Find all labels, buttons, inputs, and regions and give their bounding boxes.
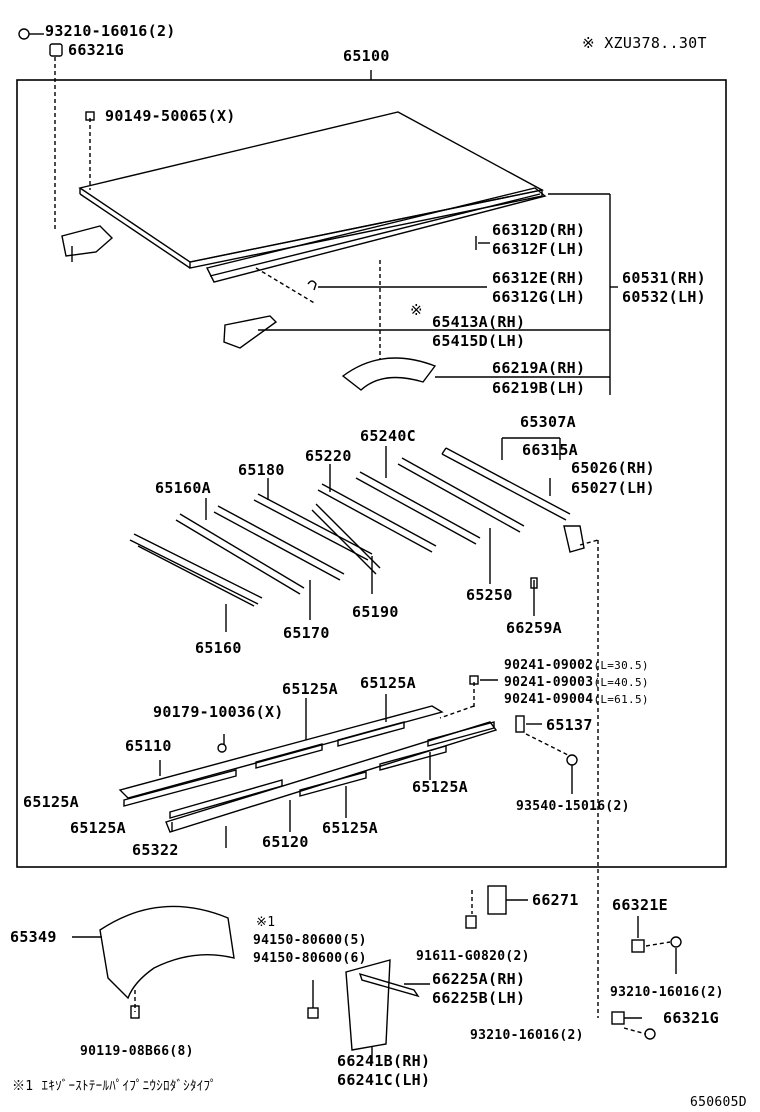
label-66321g-top: 66321G [68,41,124,59]
hinge-bracket-icon [61,225,114,262]
clamp-66271-icon [487,885,507,915]
bolt-93540-icon [566,754,578,766]
label-60531: 60531(RH) [622,269,706,287]
label-66241c: 66241C(LH) [337,1071,431,1089]
bolt-93210-lower-icon [670,936,682,948]
bolt-93210-bottom-icon [644,1028,656,1040]
bolt-94150-icon [307,1007,319,1019]
label-65027: 65027(LH) [571,479,655,497]
footer-note: ※1 ｴｷｿﾞｰｽﾄﾃｰﾙﾊﾟｲﾌﾟﾆｳｼﾛﾀﾞｼﾀｲﾌﾟ [12,1079,217,1094]
bracket-65026-icon [563,525,585,553]
label-65125a-3: 65125A [23,793,79,811]
cross-member-65180-icon [253,493,373,561]
label-65170: 65170 [283,624,330,642]
bolt-91611-icon [465,915,477,929]
label-90241-b: 90241-09003(L=40.5) [504,675,649,690]
model-note: ※ XZU378..30T [582,34,707,52]
diagram-code: 650605D [690,1095,747,1110]
label-65125a-6: 65125A [322,819,378,837]
label-66225b: 66225B(LH) [432,989,526,1007]
label-93210-b: 93210-16016(2) [470,1028,584,1043]
label-66312e: 66312E(RH) [492,269,586,287]
label-mark: ※ [410,301,423,319]
label-65120: 65120 [262,833,309,851]
label-93540: 93540-15016(2) [516,799,630,814]
label-65125a-4: 65125A [412,778,468,796]
label-60532: 60532(LH) [622,288,706,306]
wheel-arch-icon [341,357,437,391]
label-93210-a: 93210-16016(2) [610,985,724,1000]
label-65349: 65349 [10,928,57,946]
label-65413a: 65413A(RH) [432,313,526,331]
cross-member-65240c-icon [355,471,481,545]
label-65250: 65250 [466,586,513,604]
label-66225a: 66225A(RH) [432,970,526,988]
bolt-90119-icon [130,1005,140,1019]
label-65220: 65220 [305,447,352,465]
label-65137: 65137 [546,716,593,734]
label-65415d: 65415D(LH) [432,332,526,350]
label-66321g-lower: 66321G [663,1009,719,1027]
cross-member-65220-icon [317,483,437,553]
label-90241-a: 90241-09002(L=30.5) [504,658,649,673]
corner-bracket-icon [223,315,278,349]
label-65240c: 65240C [360,427,416,445]
label-90149: 90149-50065(X) [105,107,236,125]
flap-bracket-icon [358,972,420,998]
label-65110: 65110 [125,737,172,755]
label-93210-top: 93210-16016(2) [45,22,176,40]
bolt-90241-icon [469,675,479,685]
label-65125a-1: 65125A [282,680,338,698]
label-65100: 65100 [343,47,390,65]
mud-flap-icon [345,959,391,1051]
label-65160a: 65160A [155,479,211,497]
sill-65120-icon [165,721,498,833]
bracket-65137-icon [515,715,525,733]
label-91611: 91611-G0820(2) [416,949,530,964]
cross-member-65250-icon [397,457,525,533]
cross-member-65160-icon [129,533,263,607]
label-66241b: 66241B(RH) [337,1052,431,1070]
label-66259a: 66259A [506,619,562,637]
cross-member-65307a-icon [441,447,571,521]
deck-panel-icon [78,111,545,269]
label-66219b: 66219B(LH) [492,379,586,397]
side-rail-icon [205,187,547,283]
label-65180: 65180 [238,461,285,479]
screw-90149-icon [85,111,95,121]
label-65307a: 65307A [520,413,576,431]
bolt-93210-top-icon [18,28,44,40]
label-65125a-2: 65125A [360,674,416,692]
clip-66321e-icon [631,939,645,953]
label-94150-b: 94150-80600(6) [253,951,367,966]
label-66315a: 66315A [522,441,578,459]
label-94150-a: 94150-80600(5) [253,933,367,948]
label-90241-c: 90241-09004(L=61.5) [504,692,649,707]
label-65160: 65160 [195,639,242,657]
label-66312d: 66312D(RH) [492,221,586,239]
label-66271: 66271 [532,891,579,909]
label-66312g: 66312G(LH) [492,288,586,306]
label-note-mark: ※1 [256,915,276,930]
cross-member-65170-icon [213,505,345,581]
sill-65110-icon [118,705,444,807]
label-65026: 65026(RH) [571,459,655,477]
nut-90179-icon [217,743,227,753]
clip-66321g-top-icon [49,43,63,57]
label-66321e: 66321E [612,896,668,914]
label-66219a: 66219A(RH) [492,359,586,377]
clip-66321g-lower-icon [611,1011,625,1025]
cross-member-65190-icon [311,503,381,575]
label-66312f: 66312F(LH) [492,240,586,258]
label-90119: 90119-08B66(8) [80,1044,194,1059]
cross-member-65160a-icon [175,513,305,595]
label-65322: 65322 [132,841,179,859]
label-65125a-5: 65125A [70,819,126,837]
mudguard-65349-icon [99,905,235,1000]
label-65190: 65190 [352,603,399,621]
label-90179: 90179-10036(X) [153,703,284,721]
